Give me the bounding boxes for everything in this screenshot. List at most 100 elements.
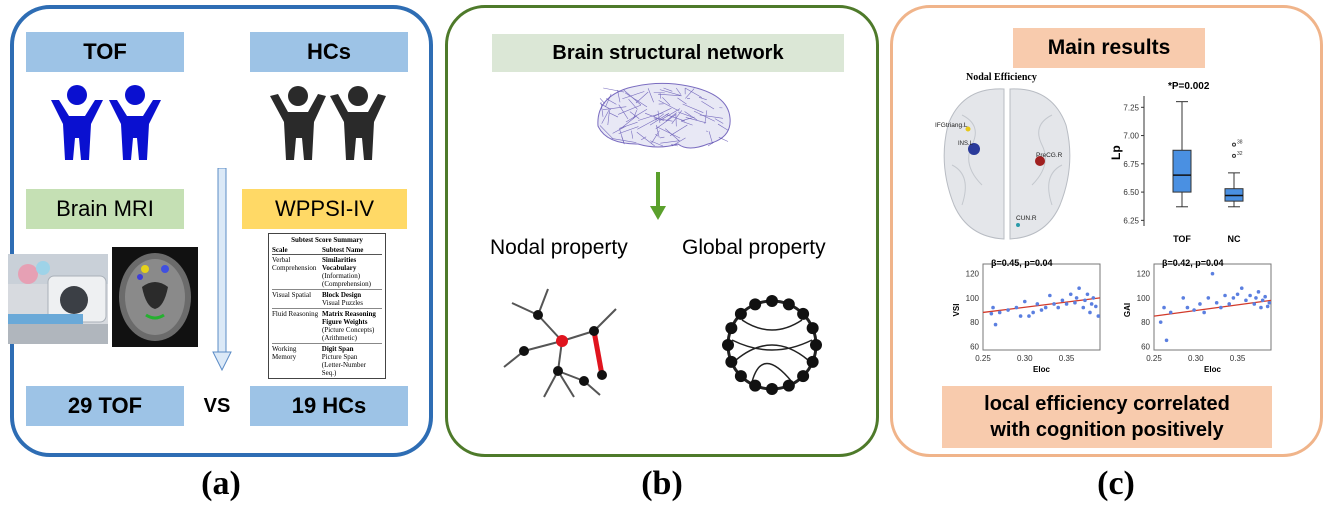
network-edge [682,103,704,113]
network-edge [660,140,680,144]
network-edge [714,118,724,124]
tof-figures-icon [51,85,161,160]
main-results-title: Main results [1013,28,1205,68]
green-down-arrow-icon [650,172,666,220]
scatter-point [1252,302,1257,306]
x-tick-label: 0.30 [1188,354,1204,363]
network-edge [607,110,610,126]
outlier-point [1232,153,1236,158]
scatter-point [1227,302,1232,306]
network-edge [677,97,687,105]
panel-c [890,5,1323,457]
ring-node [734,307,747,320]
summary-subtest: Picture Span [321,353,358,361]
network-edge [669,124,688,136]
global-property-label: Global property [682,236,826,259]
conclusion-box: local efficiency correlated with cogniti… [942,386,1272,448]
y-tick-label: 60 [1141,342,1150,351]
network-edge [628,98,638,110]
scatter-point [1263,294,1267,299]
summary-subtest: Digit Span [321,345,354,353]
network-edge [675,87,682,95]
network-edge [693,110,715,122]
x-tick-label: 0.35 [1230,354,1246,363]
ring-node [725,322,738,335]
scatter-point [1035,302,1040,306]
network-edge [671,137,686,147]
scatter-point [1256,290,1261,294]
scatter-point [1048,293,1052,298]
hcs-count: 19 HCs [250,386,408,426]
network-edge [659,108,681,121]
y-tick-label: 7.00 [1123,132,1139,141]
y-axis-label: Lp [1110,145,1123,160]
scatter-point [1265,304,1270,309]
scatter-point [1064,302,1069,306]
scatter-point [993,322,998,327]
network-edge [658,93,682,97]
vs-label: VS [203,394,231,417]
network-edge [662,97,671,106]
wppsi-label: WPPSI-IV [242,189,407,229]
ring-node [725,355,738,368]
network-edge [622,91,645,100]
scatter-point [1198,302,1202,306]
down-arrow-icon [212,168,232,372]
network-edge [611,138,637,143]
scatter-point [1074,296,1079,300]
global-graph-diagram [722,295,822,395]
scatter-point [1259,305,1263,310]
network-edge [680,116,695,122]
brain-mri-label: Brain MRI [26,189,184,229]
scatter-point [1018,314,1023,318]
fit-line [1153,299,1272,317]
scatter-point [1014,305,1019,310]
network-edge [658,100,680,112]
network-edge [653,107,672,117]
summary-subtest: (Letter-Number Seq.) [321,361,366,377]
network-edge [641,136,647,141]
network-edge [631,130,634,139]
network-edge [636,131,655,147]
brain-mri-image [112,247,198,347]
scatter-point [1254,296,1258,300]
scatter-point [1162,305,1166,310]
scatter-point [1060,298,1065,303]
col-scale: Scale [272,246,288,254]
stat-label: β=0.45, p=0.04 [991,258,1053,268]
col-subtest: Subtest Name [322,246,364,254]
plot-frame [982,263,1101,351]
scatter-point [1260,298,1265,303]
network-edge [599,125,613,139]
pvalue-label: *P=0.002 [1168,81,1210,92]
x-axis-label: Eloc [1204,365,1221,374]
scatter-point [1006,308,1010,312]
network-edge [659,89,681,96]
summary-scale: Fluid Reasoning [272,310,319,318]
scatter-point [1089,302,1094,306]
caption-b: (b) [641,465,683,502]
x-category-label: TOF [1173,234,1191,244]
summary-subtest: (Picture Concepts) [322,326,375,334]
mri-scanner-image [8,254,108,344]
network-edge [618,104,629,120]
network-edge [656,126,681,139]
scatter-point [1239,286,1244,291]
network-edge [605,98,617,105]
scatter-point [1085,292,1090,297]
network-edge [717,123,729,131]
scatter-point [1094,304,1098,309]
network-edge [684,111,698,121]
scatter-point [1088,310,1092,315]
y-tick-label: 80 [970,318,979,327]
summary-subtest: Visual Puzzles [322,299,363,307]
scatter-point [1168,310,1173,315]
y-axis-label: VSI [952,304,961,317]
ring-node [797,370,810,383]
network-edge [635,91,649,104]
network-edge [605,93,612,108]
hcs-label: HCs [250,32,408,72]
scatter-point [1073,300,1077,305]
